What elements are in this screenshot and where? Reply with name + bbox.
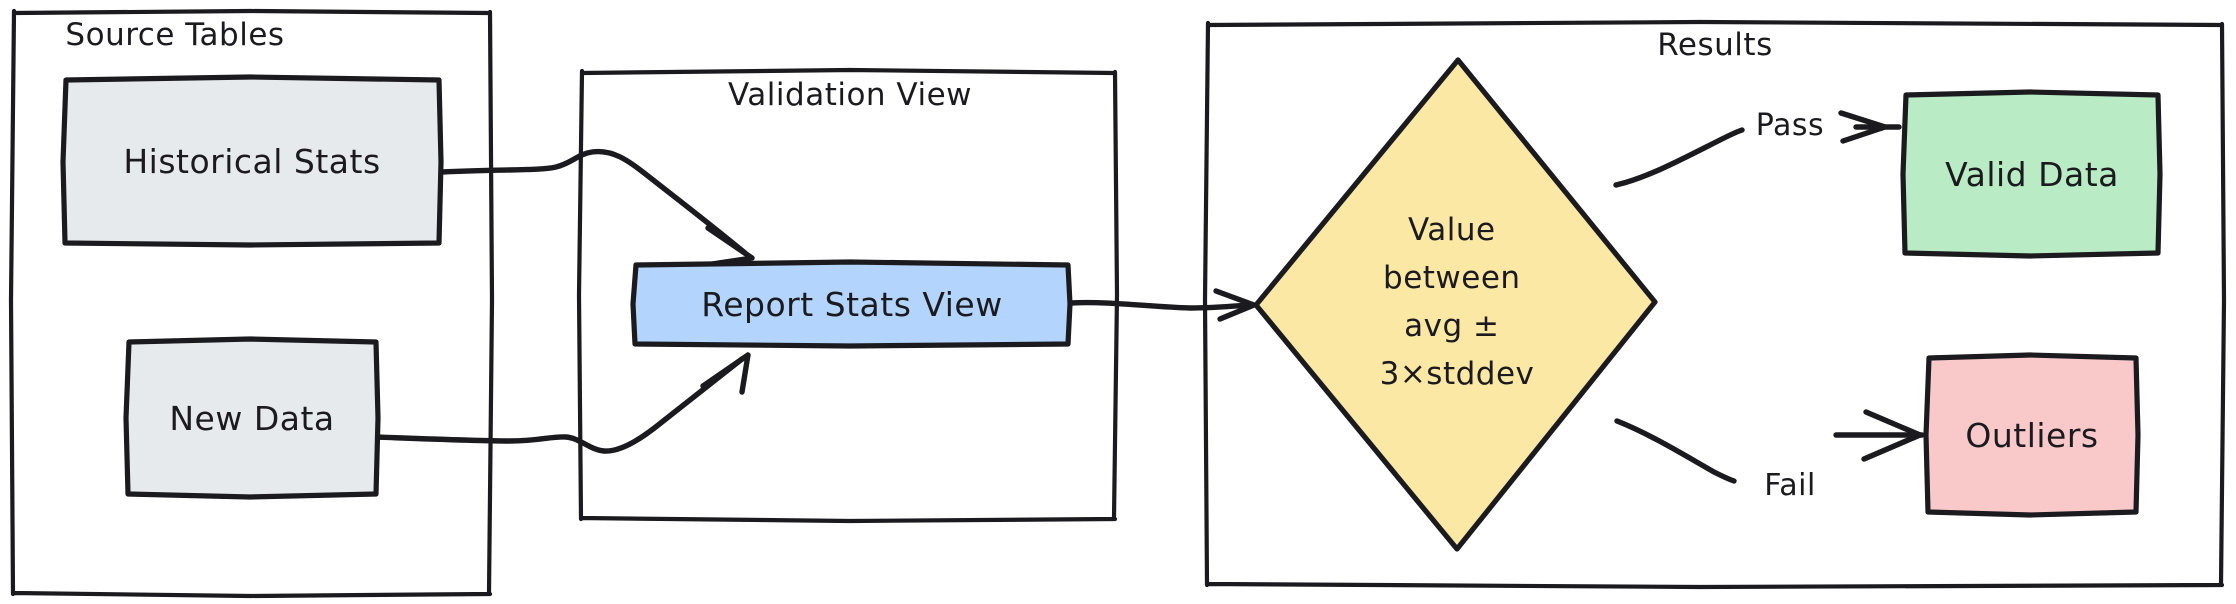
validation-check-label-line-2: between (1383, 260, 1521, 296)
report-stats-view-box (630, 259, 1073, 349)
edge-check-to-valid-line (1613, 127, 1745, 188)
edge-check-to-outliers[interactable]: Fail (1614, 409, 1925, 503)
edge-report-to-check-line (1068, 299, 1253, 311)
validation-check-label: Value between avg ± 3×stddev (1380, 212, 1535, 392)
edge-check-to-valid[interactable]: Pass (1613, 108, 1902, 188)
edge-newdata-to-report-arrowhead (700, 352, 751, 395)
outliers-label: Outliers (1965, 416, 2098, 455)
historical-stats-label: Historical Stats (123, 142, 380, 181)
edge-report-to-check-arrowhead (1213, 288, 1257, 322)
validation-check-label-line-3: avg ± (1404, 308, 1499, 344)
results-frame (1202, 19, 2227, 590)
node-valid-data[interactable]: Valid Data (1900, 89, 2163, 259)
node-new-data[interactable]: New Data (123, 336, 381, 500)
node-historical-stats[interactable]: Historical Stats (60, 74, 444, 248)
new-data-box (123, 336, 381, 500)
node-outliers[interactable]: Outliers (1923, 352, 2141, 518)
valid-data-box (1900, 89, 2163, 259)
outliers-box (1923, 352, 2141, 518)
edge-historical-to-report[interactable] (439, 148, 755, 267)
validation-view-frame (576, 67, 1120, 524)
source-tables-title: Source Tables (65, 17, 284, 53)
group-validation-view[interactable]: Validation View (576, 67, 1120, 524)
edge-newdata-to-report-line (372, 356, 745, 454)
historical-stats-box (60, 74, 444, 248)
validation-view-title: Validation View (728, 77, 972, 113)
edge-check-to-outliers-arrowhead (1861, 409, 1923, 462)
new-data-label: New Data (169, 399, 334, 438)
valid-data-label: Valid Data (1945, 155, 2119, 194)
results-title: Results (1657, 27, 1772, 63)
edge-newdata-to-report[interactable] (372, 352, 751, 454)
node-report-stats-view[interactable]: Report Stats View (630, 259, 1073, 349)
validation-check-diamond (1253, 57, 1658, 552)
group-results[interactable]: Results (1202, 19, 2227, 590)
validation-check-label-line-1: Value (1408, 212, 1496, 248)
node-validation-check[interactable]: Value between avg ± 3×stddev (1253, 57, 1658, 552)
edge-label-fail: Fail (1764, 468, 1816, 503)
edge-report-to-check[interactable] (1068, 288, 1257, 322)
source-tables-frame (8, 8, 495, 599)
group-source-tables[interactable]: Source Tables (8, 8, 495, 599)
edge-label-pass: Pass (1756, 108, 1824, 143)
edge-historical-to-report-line (439, 148, 748, 256)
validation-check-label-line-4: 3×stddev (1380, 356, 1535, 392)
edge-check-to-outliers-line (1614, 418, 1737, 484)
edge-historical-to-report-arrowhead (705, 225, 755, 267)
report-stats-view-label: Report Stats View (701, 285, 1002, 324)
